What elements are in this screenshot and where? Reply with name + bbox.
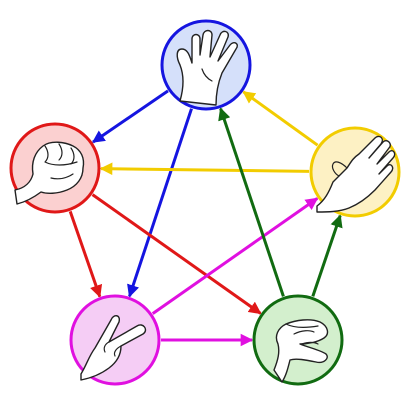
lizard-hand-icon: [273, 319, 329, 383]
flat-hand-icon: [316, 135, 396, 213]
node-lizard: [252, 294, 344, 386]
node-scissors: [69, 294, 161, 386]
fist-icon: [14, 141, 85, 205]
arrow-lizard-to-paper: [311, 214, 343, 297]
arrow-spock-to-scissors: [127, 108, 193, 298]
node-paper: [309, 126, 401, 218]
arrow-scissors-to-paper: [151, 197, 319, 315]
arrow-spock-to-rock: [91, 89, 169, 144]
v-sign-hand-icon: [80, 315, 147, 381]
arrow-rock-to-lizard: [91, 193, 262, 315]
node-spock: [160, 19, 252, 111]
arrow-paper-to-rock: [99, 162, 310, 176]
node-rock: [9, 122, 101, 214]
arrow-paper-to-spock: [242, 90, 319, 147]
arrow-rock-to-scissors: [68, 210, 103, 298]
arrow-lizard-to-spock: [218, 107, 285, 297]
spock-hand-icon: [176, 29, 239, 106]
edges-layer: [68, 89, 343, 347]
nodes-layer: [9, 19, 401, 386]
